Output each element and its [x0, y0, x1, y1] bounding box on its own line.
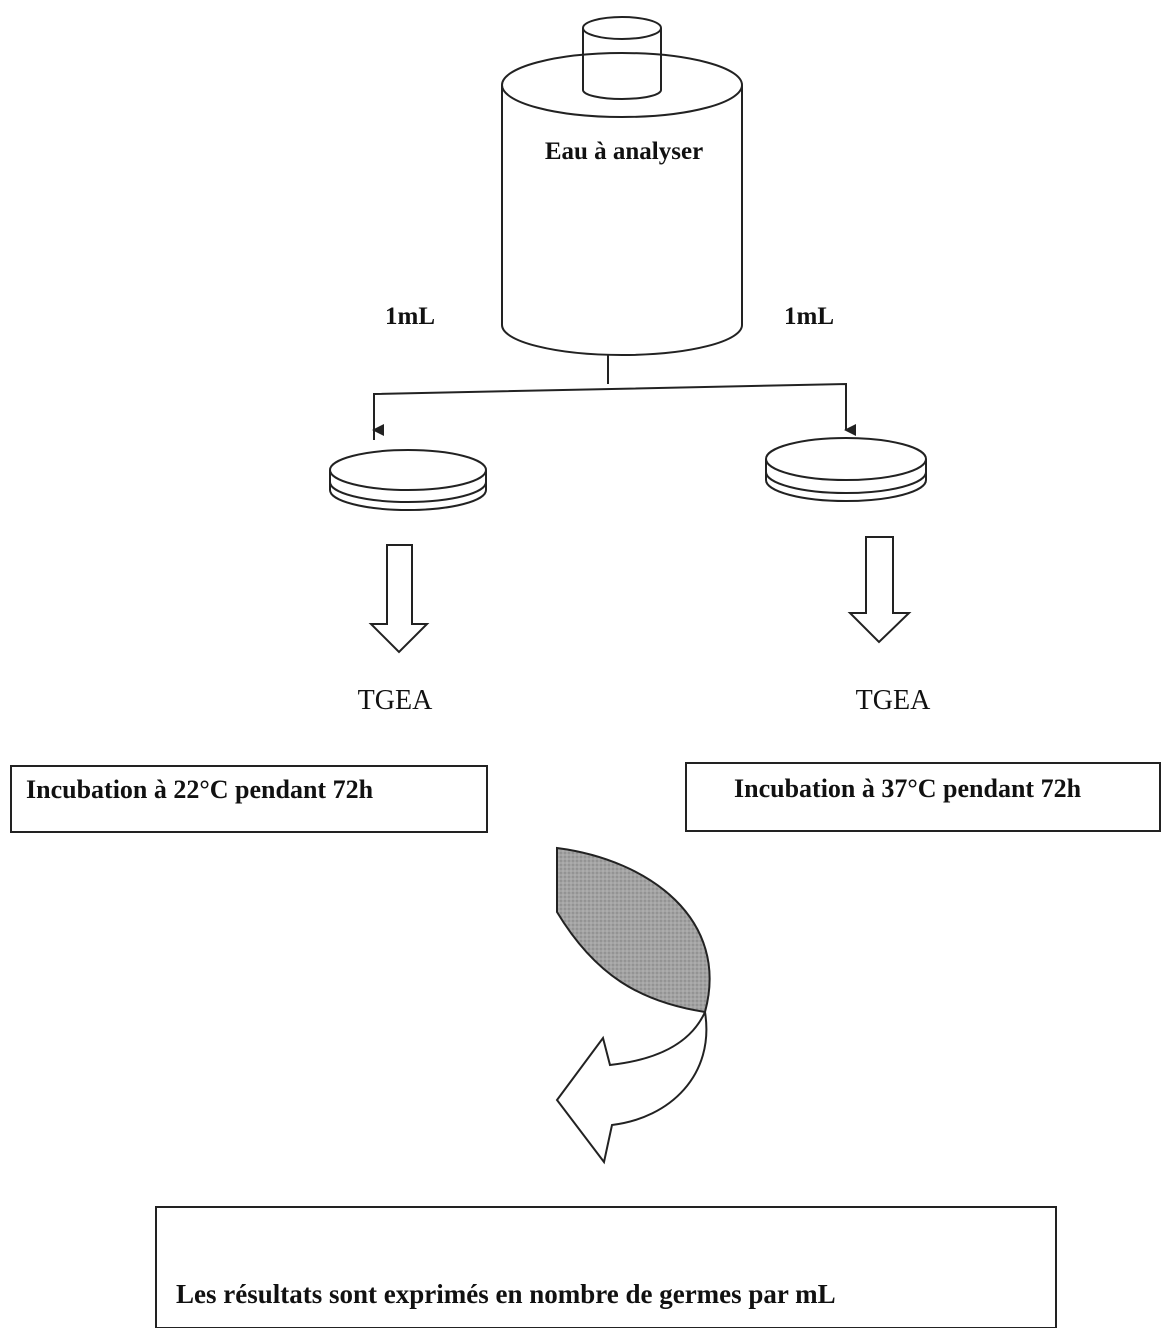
- curved-arrow: [555, 846, 711, 1165]
- incubation-right-box: [685, 762, 1161, 832]
- volume-left-label: 1mL: [385, 303, 435, 330]
- incubation-right-label: Incubation à 37°C pendant 72h: [734, 774, 1082, 803]
- split-connector: [372, 355, 856, 440]
- medium-left-label: TGEA: [358, 685, 433, 716]
- down-arrow-left: [368, 544, 430, 654]
- water-flask: [501, 16, 743, 356]
- incubation-left-label: Incubation à 22°C pendant 72h: [26, 775, 374, 804]
- petri-dish-right: [765, 437, 927, 502]
- flask-label: Eau à analyser: [545, 138, 703, 165]
- result-box: [155, 1206, 1057, 1328]
- incubation-left-box: [10, 765, 488, 833]
- volume-right-label: 1mL: [784, 303, 834, 330]
- petri-dish-left: [329, 449, 487, 511]
- down-arrow-right: [847, 536, 912, 644]
- result-text: Les résultats sont exprimés en nombre de…: [176, 1279, 836, 1309]
- medium-right-label: TGEA: [856, 685, 931, 716]
